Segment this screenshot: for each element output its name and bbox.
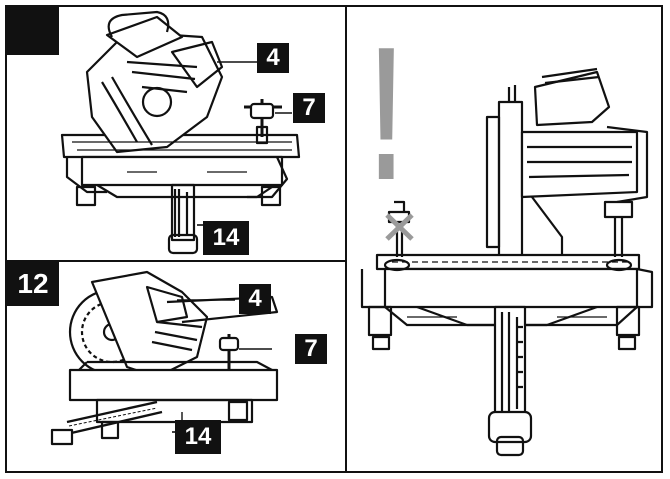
- miter-saw-drawing-bottom: [50, 270, 279, 446]
- warning-exclamation-mark: !: [369, 8, 404, 220]
- miter-saw-drawing-top: [60, 10, 301, 255]
- panel-divider-vertical: [345, 5, 347, 473]
- figure-frame: [5, 5, 663, 473]
- part-label-4: 4: [257, 43, 289, 73]
- part-label-14: 14: [175, 420, 221, 454]
- part-label-4: 4: [239, 284, 271, 314]
- step-number-badge: 12: [7, 262, 59, 306]
- panel-top-left: 4 7 14: [7, 7, 345, 260]
- step-number-badge: [7, 7, 59, 55]
- panel-divider-horizontal: [5, 260, 347, 262]
- part-label-7: 7: [295, 334, 327, 364]
- part-label-14: 14: [203, 221, 249, 255]
- panel-right: !: [347, 7, 661, 471]
- panel-bottom-left: 12: [7, 262, 345, 471]
- part-label-7: 7: [293, 93, 325, 123]
- miter-saw-drawing-front: [360, 67, 654, 457]
